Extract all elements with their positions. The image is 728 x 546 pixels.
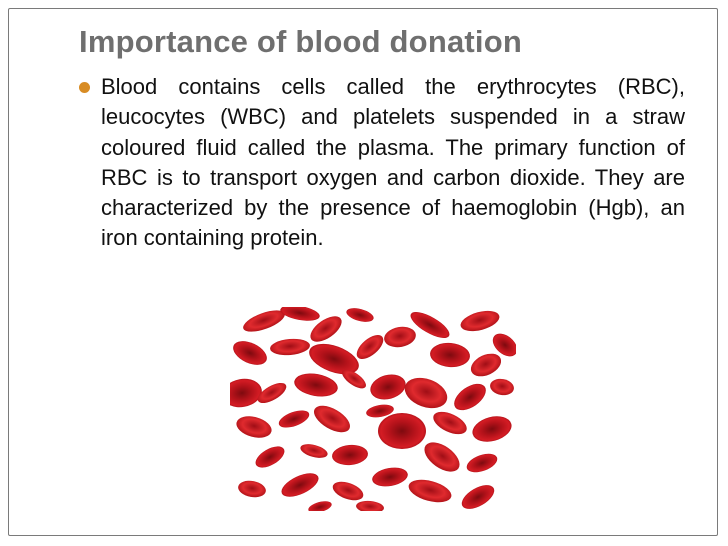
red-blood-cell-shape: [238, 480, 266, 498]
red-blood-cell-shape: [230, 378, 262, 408]
red-blood-cell-shape: [454, 383, 486, 411]
red-blood-cells-image: [230, 307, 516, 511]
red-blood-cell-shape: [313, 405, 351, 433]
red-blood-cell-shape: [257, 382, 287, 404]
red-blood-cell-shape: [404, 377, 448, 409]
red-blood-cell-shape: [470, 353, 502, 377]
red-blood-cell-shape: [310, 316, 342, 342]
red-blood-cell-shape: [255, 446, 285, 468]
red-blood-cell-shape: [270, 338, 310, 356]
red-blood-cell-shape: [309, 343, 359, 375]
red-blood-cell-shape: [460, 310, 500, 332]
red-blood-cell-shape: [342, 369, 366, 389]
bullet-dot-icon: [79, 82, 90, 93]
red-blood-cells-illustration: [230, 307, 516, 511]
slide-frame: [8, 8, 718, 536]
red-blood-cell-shape: [490, 378, 514, 396]
bullet-text: Blood contains cells called the erythroc…: [101, 74, 685, 251]
red-blood-cell-shape: [332, 481, 364, 501]
red-blood-cell-shape: [236, 416, 272, 438]
red-blood-cell-shape: [424, 442, 460, 472]
red-blood-cell-shape: [332, 444, 368, 466]
red-blood-cell-shape: [366, 404, 394, 418]
red-blood-cell-shape: [492, 333, 516, 357]
red-blood-cell-shape: [346, 308, 374, 322]
red-blood-cell-shape: [294, 373, 338, 397]
red-blood-cell-shape: [356, 500, 384, 511]
red-blood-cell-shape: [466, 453, 498, 473]
red-blood-cell-shape: [278, 410, 310, 428]
red-blood-cell-shape: [356, 335, 384, 359]
red-blood-cell-shape: [410, 312, 450, 338]
red-blood-cell-shape: [384, 326, 416, 348]
red-blood-cell-shape: [372, 467, 408, 487]
red-blood-cell-shape: [233, 341, 267, 365]
red-blood-cell-shape: [378, 413, 426, 449]
red-blood-cell-shape: [461, 485, 495, 509]
red-blood-cell-shape: [430, 342, 470, 368]
red-blood-cell-shape: [308, 501, 332, 511]
red-blood-cell-shape: [408, 479, 452, 503]
red-blood-cell-shape: [243, 310, 285, 332]
slide-title: Importance of blood donation: [79, 24, 523, 59]
red-blood-cell-shape: [433, 411, 467, 435]
red-blood-cell-shape: [370, 374, 406, 400]
red-blood-cell-shape: [472, 416, 512, 442]
red-blood-cell-shape: [281, 473, 319, 497]
red-blood-cell-shape: [280, 307, 320, 321]
red-blood-cell-shape: [300, 444, 328, 458]
